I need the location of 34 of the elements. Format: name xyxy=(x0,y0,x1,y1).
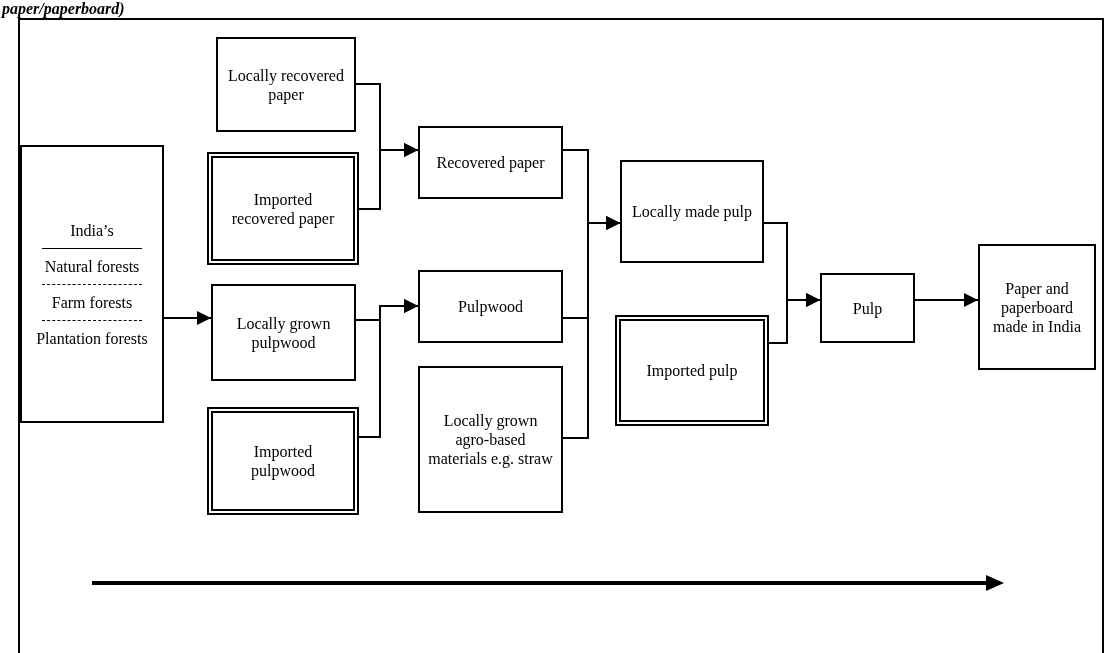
process-box xyxy=(418,270,563,343)
arrow xyxy=(358,143,419,210)
node-text: Locally recovered paper xyxy=(227,65,345,104)
process-box xyxy=(211,284,356,381)
node-text: India’s xyxy=(70,220,114,240)
node-text: Imported recovered paper xyxy=(230,189,336,228)
node-text: Recovered paper xyxy=(436,153,545,172)
process-box xyxy=(418,366,563,513)
arrow xyxy=(358,299,419,438)
arrow xyxy=(914,293,979,307)
arrow xyxy=(562,216,621,439)
process-box xyxy=(620,160,764,263)
double-bordered-box xyxy=(615,315,769,426)
node-text: Natural forests xyxy=(44,256,140,276)
node-text: Imported pulpwood xyxy=(250,442,316,480)
node-text: Locally grown pulpwood xyxy=(235,313,332,352)
process-box xyxy=(20,145,164,423)
process-box xyxy=(978,244,1096,370)
node-text: Locally made pulp xyxy=(632,202,752,221)
arrow xyxy=(768,293,821,344)
process-box xyxy=(418,126,563,199)
heading: paper/paperboard) xyxy=(2,0,125,17)
node-text: Locally grown agro-based materials e.g. straw xyxy=(428,411,553,468)
node-text: Paper and paperboard made in India xyxy=(992,278,1082,336)
node-text: Pulp xyxy=(852,298,883,318)
node-text: Farm forests xyxy=(51,292,133,312)
double-bordered-box xyxy=(207,152,359,265)
node-text: Plantation forests xyxy=(36,328,148,348)
node-text: Pulpwood xyxy=(458,297,523,316)
process-box xyxy=(216,37,356,132)
node-text: Imported pulp xyxy=(646,361,738,380)
arrow xyxy=(163,311,212,325)
double-bordered-box xyxy=(207,407,359,515)
process-box xyxy=(820,273,915,343)
